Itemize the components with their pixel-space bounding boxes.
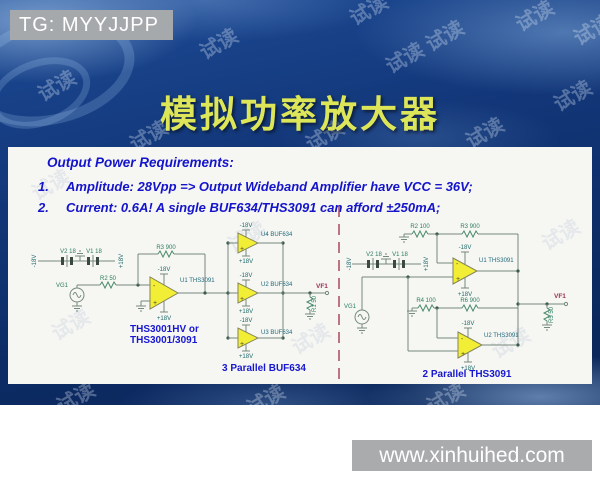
opamp-u2-right-label: U2 THS3091 (484, 333, 519, 339)
opamp-u1-ths3091-right: - + -18V +18V U1 THS3091 (452, 245, 518, 298)
requirement-text: Amplitude: 28Vpp => Output Wideband Ampl… (66, 179, 473, 194)
load-resistor-r5: R5 50 (542, 304, 555, 331)
vf1-label: VF1 (316, 283, 328, 290)
opamp-neg-rail-label: -18V (158, 267, 171, 273)
resistor-r4-label: R4 100 (416, 298, 436, 304)
buffer-u3-buf634: + -18V +18V U3 BUF634 (228, 318, 293, 360)
ground-symbol (542, 324, 552, 331)
opamp-pos-rail-label: +18V (461, 366, 475, 372)
ground-symbol (75, 250, 85, 261)
source-vg1-left: VG1 (56, 283, 85, 312)
ground-symbol (72, 305, 82, 312)
opamp-plus-pin: + (456, 276, 460, 283)
requirement-number: 2. (38, 200, 49, 215)
resistor-r2-left (99, 280, 117, 290)
circuit-mid-buffers: + -18V +18V U4 BUF634 + -18V (222, 223, 330, 374)
slide-canvas: 试读 试读 试读 试读 试读 试读 试读 试读 试读 试读 试读 试读 试读 试… (0, 0, 600, 405)
circuit-schematic: -18V +18V V2 18 (32, 206, 569, 382)
battery-v2-label: V2 18 (366, 252, 382, 258)
requirement-number: 1. (38, 179, 49, 194)
opamp-neg-rail-label: -18V (462, 321, 475, 327)
ground-symbol (399, 236, 409, 243)
vg1-label: VG1 (344, 304, 357, 310)
buffer-plus-pin: + (240, 246, 244, 253)
content-panel: 试读 试读 试读 试读 试读 试读 Output Power Requireme… (8, 147, 592, 384)
supply-pos-label: +18V (119, 254, 125, 268)
buffer-u2-label: U2 BUF634 (261, 282, 293, 288)
buffer-u2-buf634: + -18V +18V U2 BUF634 (228, 273, 293, 315)
battery-v1-label: V1 18 (392, 252, 408, 258)
resistor-r6-label: R6 900 (460, 298, 480, 304)
requirement-item: 2. Current: 0.6A! A single BUF634/THS309… (38, 200, 440, 215)
requirement-text: Current: 0.6A! A single BUF634/THS3091 c… (66, 200, 441, 215)
buffer-neg-rail-label: -18V (240, 318, 253, 324)
ground-symbol (136, 305, 146, 312)
resistor-r3-left-label: R3 900 (156, 245, 176, 251)
opamp-neg-rail-label: -18V (459, 245, 472, 251)
ground-symbol (381, 253, 391, 264)
battery-v1-label: V1 18 (86, 249, 102, 255)
buffer-u4-label: U4 BUF634 (261, 232, 293, 238)
buffer-pos-rail-label: +18V (239, 354, 253, 360)
trial-watermark: 试读 (511, 0, 559, 37)
load-resistor-r5-label: R5 50 (549, 306, 555, 323)
slide-title: 模拟功率放大器 (160, 92, 440, 136)
ground-symbol (305, 313, 315, 320)
buffer-neg-rail-label: -18V (240, 223, 253, 229)
vf1-label: VF1 (554, 293, 566, 300)
trial-watermark: 试读 (345, 0, 393, 31)
vg1-label: VG1 (56, 283, 69, 289)
battery-supply-right: -18V +18V V2 18 (347, 252, 430, 271)
lower-feedback-network: R4 100 R6 900 (407, 298, 518, 339)
buffer-u4-buf634: + -18V +18V U4 BUF634 (228, 223, 293, 265)
opamp-minus-pin: - (461, 336, 464, 343)
tg-badge: TG: MYYJJPP (10, 10, 173, 40)
opamp-u2-ths3091-right: - + -18V +18V U2 THS3091 (457, 321, 519, 372)
buffer-u3-label: U3 BUF634 (261, 330, 293, 336)
opamp-pos-rail-label: +18V (458, 292, 472, 298)
opamp-plus-pin: + (153, 300, 157, 307)
source-vg1-right: VG1 (344, 277, 370, 334)
buffer-pos-rail-label: +18V (239, 309, 253, 315)
battery-v2-label: V2 18 (60, 249, 76, 255)
ground-symbol (357, 327, 367, 334)
ground-symbol (407, 310, 417, 317)
supply-pos-label: +18V (424, 257, 430, 271)
load-resistor-r1-label: R1 50 (312, 295, 318, 312)
requirement-item: 1. Amplitude: 28Vpp => Output Wideband A… (38, 179, 473, 194)
opamp-minus-pin: - (456, 261, 459, 268)
battery-supply-left: -18V +18V V2 18 (32, 249, 125, 268)
supply-neg-label: -18V (347, 258, 353, 271)
caption-left-line1: THS3001HV or (130, 324, 199, 335)
opamp-minus-pin: - (153, 283, 156, 290)
supply-neg-label: -18V (32, 255, 38, 268)
trial-watermark: 试读 (569, 9, 600, 51)
circuit-right: -18V +18V V2 18 (344, 224, 569, 380)
opamp-u1-left-label: U1 THS3091 (180, 278, 215, 284)
opamp-pos-rail-label: +18V (157, 316, 171, 322)
circuit-left: -18V +18V V2 18 (32, 245, 228, 346)
load-resistor-r1: R1 50 (305, 293, 318, 320)
opamp-plus-pin: + (461, 351, 465, 358)
resistor-r2-left-label: R2 50 (100, 276, 117, 282)
buffer-pos-rail-label: +18V (239, 259, 253, 265)
resistor-r3-left (157, 249, 175, 259)
trial-watermark: 试读 (381, 37, 429, 79)
caption-mid: 3 Parallel BUF634 (222, 363, 306, 374)
resistor-r3-right-label: R3 900 (460, 224, 480, 230)
site-url-watermark: www.xinhuihed.com (352, 440, 592, 471)
buffer-neg-rail-label: -18V (240, 273, 253, 279)
requirements-heading: Output Power Requirements: (47, 155, 234, 170)
opamp-u1-ths3091-left: - + -18V +18V U1 THS3091 (149, 267, 215, 322)
buffer-plus-pin: + (240, 341, 244, 348)
caption-left-line2: THS3001/3091 (130, 335, 198, 346)
resistor-r2-right-label: R2 100 (410, 224, 430, 230)
caption-right: 2 Parallel THS3091 (423, 369, 512, 380)
opamp-u1-right-label: U1 THS3091 (479, 258, 514, 264)
upper-feedback-network: R2 100 R3 900 (399, 224, 518, 264)
buffer-plus-pin: + (240, 296, 244, 303)
trial-watermark: 试读 (195, 23, 243, 65)
trial-watermark: 试读 (421, 15, 469, 57)
